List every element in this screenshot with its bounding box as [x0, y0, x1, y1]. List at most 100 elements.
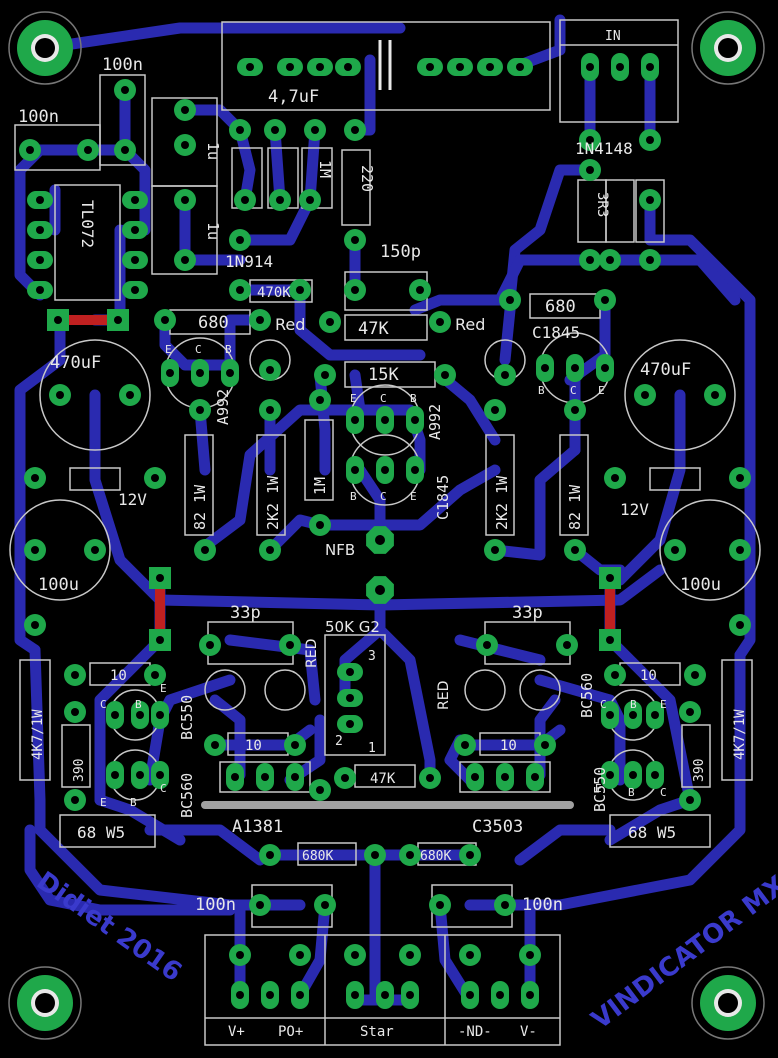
pin-letter: C: [570, 384, 577, 397]
pad-hole: [306, 196, 314, 204]
pad-hole: [181, 106, 189, 114]
pad-hole: [36, 196, 44, 204]
pad-hole: [471, 773, 479, 781]
pin-letter: B: [628, 786, 635, 799]
pad-hole: [466, 851, 474, 859]
conn-nd-minus-label: -ND-: [458, 1024, 492, 1040]
author-credit: Didiet 2016: [31, 866, 187, 988]
pad-hole: [496, 991, 504, 999]
pin-letter: B: [350, 490, 357, 503]
pad-hole: [506, 296, 514, 304]
pin-letter: E: [598, 384, 605, 397]
pin-letter: B: [538, 384, 545, 397]
pad-hole: [236, 126, 244, 134]
pad-hole: [31, 621, 39, 629]
pad-hole: [31, 474, 39, 482]
cap-100u-right-label: 100u: [680, 575, 721, 595]
diode-1n914-label: 1N914: [225, 252, 273, 271]
trans-a992-left-label: A992: [214, 389, 232, 425]
pad-hole: [131, 256, 139, 264]
pad-hole: [686, 796, 694, 804]
trans-a1381-label: A1381: [232, 817, 283, 837]
trans-c1845-mid-label: C1845: [434, 475, 452, 520]
pad-hole: [501, 773, 509, 781]
pad-hole: [36, 286, 44, 294]
conn-po-plus-label: PO+: [278, 1024, 303, 1040]
pad-hole: [121, 146, 129, 154]
pad-hole: [426, 774, 434, 782]
pad-hole: [611, 671, 619, 679]
mount-hole-tr: [691, 11, 765, 85]
cap-100u-left-label: 100u: [38, 575, 79, 595]
res-10-mr-label: 10: [500, 738, 517, 754]
led-red-right-label: Red: [455, 315, 485, 334]
pad-hole: [266, 851, 274, 859]
pin-letter: E: [410, 490, 417, 503]
pad-hole: [111, 711, 119, 719]
pad-hole: [341, 774, 349, 782]
pad-hole: [571, 364, 579, 372]
pad-hole: [516, 63, 524, 71]
pin-letter: C: [160, 782, 167, 795]
pin-letter: C: [195, 343, 202, 356]
pad-hole: [406, 851, 414, 859]
cap-100n-top-label: 100n: [102, 55, 143, 75]
pin-letter: C: [100, 698, 107, 711]
pad-hole: [646, 256, 654, 264]
pad-hole: [236, 286, 244, 294]
pad-hole: [156, 574, 164, 582]
pad-hole: [416, 286, 424, 294]
pad-hole: [606, 574, 614, 582]
pad-hole: [266, 991, 274, 999]
pad-hole: [351, 286, 359, 294]
mount-hole-bl: [8, 966, 82, 1040]
pad-hole: [406, 951, 414, 959]
trans-bc560-left-label: BC560: [178, 773, 196, 818]
pad-hole: [166, 369, 174, 377]
pad-hole: [491, 546, 499, 554]
mount-hole-br: [691, 966, 765, 1040]
pad-hole: [586, 136, 594, 144]
pot-label: 50K G2: [325, 618, 380, 636]
pad-hole: [196, 406, 204, 414]
res-10-ml-label: 10: [245, 738, 262, 754]
pin-letter: C: [380, 490, 387, 503]
zener-right-label: 12V: [620, 500, 649, 519]
pad-hole: [91, 546, 99, 554]
pad-hole: [311, 126, 319, 134]
pad-hole: [156, 771, 164, 779]
pad-hole: [151, 671, 159, 679]
pad-hole: [483, 641, 491, 649]
pad-hole: [344, 63, 352, 71]
pad-hole: [266, 406, 274, 414]
pad-hole: [601, 296, 609, 304]
pad-hole: [611, 474, 619, 482]
pad-hole: [181, 196, 189, 204]
pad-hole: [616, 63, 624, 71]
pad-hole: [131, 286, 139, 294]
pad-hole: [151, 474, 159, 482]
pad-hole: [241, 196, 249, 204]
pad-hole: [54, 316, 62, 324]
trans-bc560-right-label: BC560: [578, 673, 596, 718]
pad-hole: [316, 521, 324, 529]
cap-4u7-label: 4,7uF: [268, 87, 319, 107]
pad-hole: [256, 901, 264, 909]
pad-hole: [236, 951, 244, 959]
pad-hole: [196, 369, 204, 377]
pad-hole: [381, 416, 389, 424]
res-82-right-label: 82 1W: [566, 484, 584, 530]
pad-hole: [381, 466, 389, 474]
pad-hole: [346, 668, 354, 676]
res-2k2-left-label: 2K2 1W: [264, 475, 282, 530]
res-1m-top-label: 1M: [316, 160, 334, 178]
pad-hole: [351, 466, 359, 474]
pad-hole: [71, 708, 79, 716]
pad-hole: [601, 364, 609, 372]
res-680k-right-label: 680K: [420, 849, 451, 864]
pin-letter: E: [160, 682, 167, 695]
res-3r3-label: 3R3: [594, 192, 610, 217]
pad-hole: [351, 991, 359, 999]
